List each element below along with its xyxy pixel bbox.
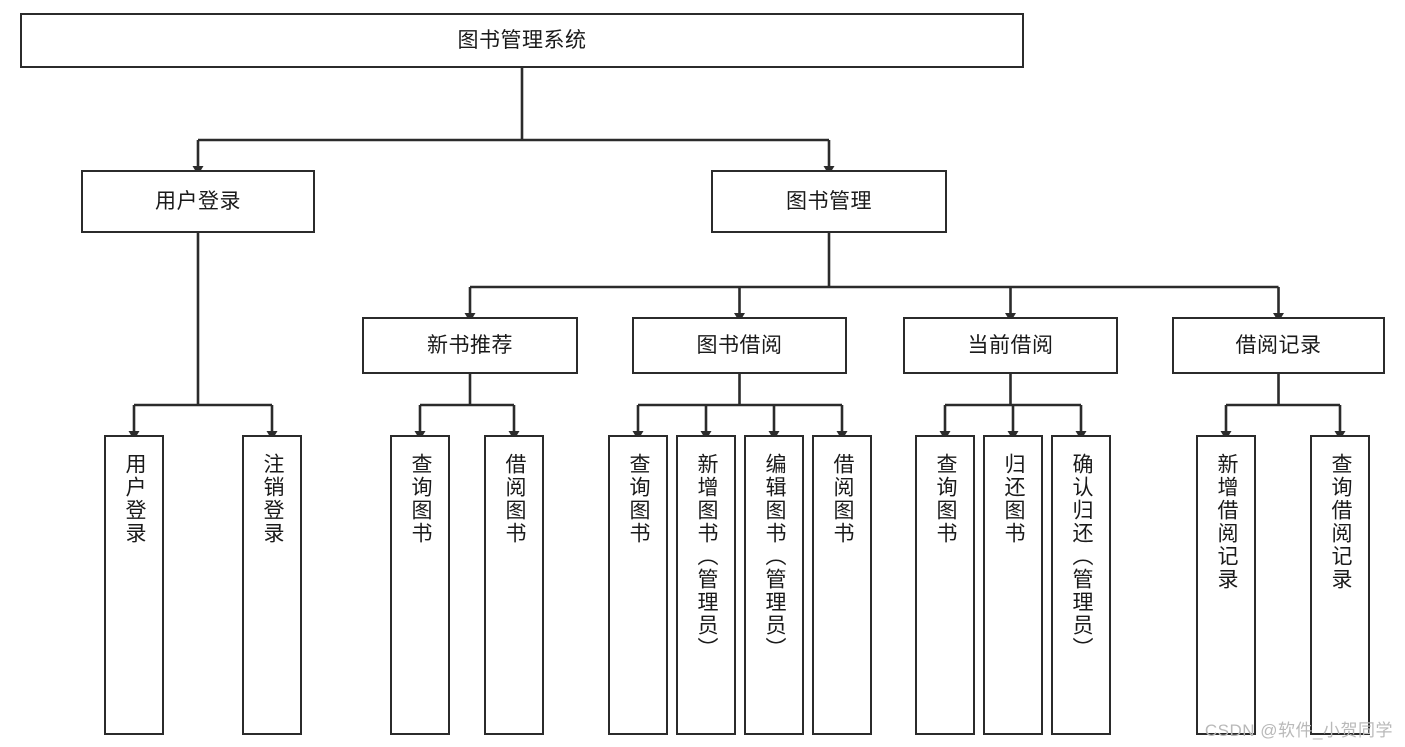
node-leaf-user-login[interactable]: 用户登录	[104, 435, 164, 735]
node-leaf-bb-query-book[interactable]: 查询图书	[608, 435, 668, 735]
node-leaf-br-query-record-label: 查询借阅记录	[1329, 453, 1353, 591]
node-book-management[interactable]: 图书管理	[711, 170, 947, 233]
node-root-label: 图书管理系统	[457, 28, 587, 52]
node-borrowing-records-label: 借阅记录	[1235, 333, 1322, 357]
node-leaf-cb-confirm-return[interactable]: 确认归还（管理员）	[1051, 435, 1111, 735]
node-leaf-bb-add-book[interactable]: 新增图书（管理员）	[676, 435, 736, 735]
node-leaf-bb-edit-book-label: 编辑图书（管理员）	[763, 453, 787, 660]
node-root[interactable]: 图书管理系统	[20, 13, 1024, 68]
node-leaf-bb-edit-book[interactable]: 编辑图书（管理员）	[744, 435, 804, 735]
node-leaf-br-add-record[interactable]: 新增借阅记录	[1196, 435, 1256, 735]
node-leaf-rec-borrow-book[interactable]: 借阅图书	[484, 435, 544, 735]
node-leaf-user-logout[interactable]: 注销登录	[242, 435, 302, 735]
node-leaf-rec-borrow-book-label: 借阅图书	[503, 453, 527, 545]
node-leaf-cb-confirm-return-label: 确认归还（管理员）	[1070, 453, 1094, 660]
node-book-management-label: 图书管理	[786, 189, 872, 213]
node-new-book-recommendation[interactable]: 新书推荐	[362, 317, 578, 374]
node-leaf-rec-query-book-label: 查询图书	[409, 453, 433, 545]
node-leaf-bb-borrow-book[interactable]: 借阅图书	[812, 435, 872, 735]
node-book-borrowing[interactable]: 图书借阅	[632, 317, 847, 374]
node-new-book-recommendation-label: 新书推荐	[427, 333, 513, 357]
node-leaf-cb-return-book[interactable]: 归还图书	[983, 435, 1043, 735]
node-leaf-user-login-label: 用户登录	[123, 453, 147, 545]
node-leaf-bb-add-book-label: 新增图书（管理员）	[695, 453, 719, 660]
node-current-borrowing-label: 当前借阅	[967, 333, 1054, 357]
node-leaf-bb-borrow-book-label: 借阅图书	[831, 453, 855, 545]
node-leaf-rec-query-book[interactable]: 查询图书	[390, 435, 450, 735]
node-leaf-br-query-record[interactable]: 查询借阅记录	[1310, 435, 1370, 735]
node-current-borrowing[interactable]: 当前借阅	[903, 317, 1118, 374]
node-user-login-label: 用户登录	[155, 189, 241, 213]
node-leaf-cb-return-book-label: 归还图书	[1002, 453, 1026, 545]
node-book-borrowing-label: 图书借阅	[696, 333, 783, 357]
node-leaf-br-add-record-label: 新增借阅记录	[1215, 453, 1239, 591]
node-leaf-bb-query-book-label: 查询图书	[627, 453, 651, 545]
node-leaf-cb-query-book-label: 查询图书	[934, 453, 958, 545]
node-leaf-cb-query-book[interactable]: 查询图书	[915, 435, 975, 735]
node-leaf-user-logout-label: 注销登录	[261, 453, 285, 545]
node-user-login[interactable]: 用户登录	[81, 170, 315, 233]
watermark: CSDN @软件_小贺同学	[1204, 721, 1393, 740]
node-borrowing-records[interactable]: 借阅记录	[1172, 317, 1385, 374]
